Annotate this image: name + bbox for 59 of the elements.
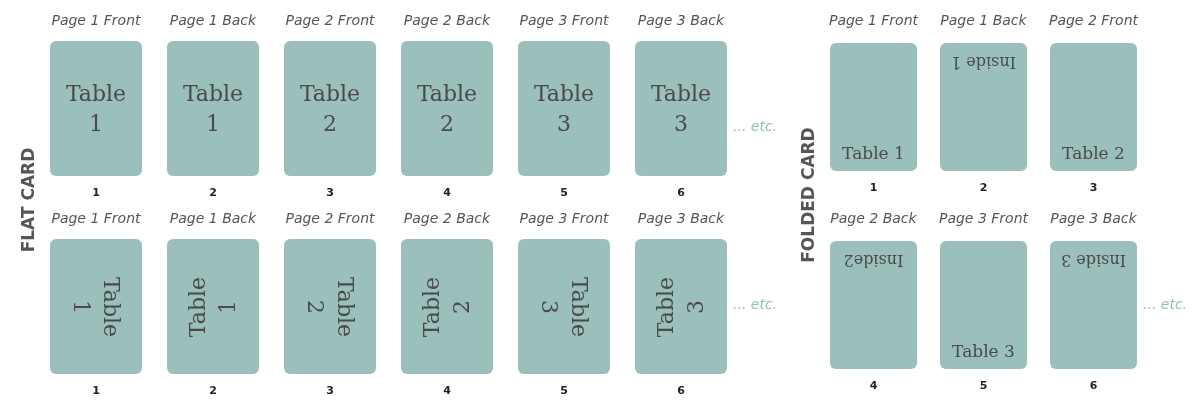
page-number: 6 (676, 186, 686, 199)
page-heading: Page 1 Front (827, 12, 920, 28)
card-text: Inside 3 (1060, 251, 1127, 270)
card-text: Table 2 (298, 80, 362, 138)
page-number: 4 (442, 186, 452, 199)
page-number: 5 (559, 186, 569, 199)
card-text: Table 2 (302, 275, 359, 339)
card-text: Table 2 (1061, 143, 1126, 163)
page-heading: Page 1 Back (168, 210, 258, 226)
card-text: Table 1 (64, 80, 128, 138)
page-number: 3 (325, 186, 335, 199)
page-heading: Page 3 Back (1049, 210, 1138, 226)
page-number: 6 (1088, 379, 1099, 392)
page-number: 4 (868, 379, 879, 392)
page-number: 4 (442, 384, 452, 397)
page-heading: Page 2 Back (402, 210, 492, 226)
page-number: 1 (91, 384, 101, 397)
page-heading: Page 2 Back (829, 210, 918, 226)
card-text: Table 3 (951, 341, 1016, 361)
page-heading: Page 1 Back (168, 12, 258, 28)
page-heading: Page 3 Front (937, 210, 1030, 226)
side-label: FLAT CARD (18, 147, 38, 253)
card-text: Inside2 (842, 251, 905, 270)
page-heading: Page 2 Front (284, 210, 376, 226)
page-heading: Page 2 Back (402, 12, 492, 28)
page-number: 6 (676, 384, 686, 397)
page-heading: Page 2 Front (284, 12, 376, 28)
card-text: Table 3 (649, 80, 713, 138)
card-text: Table 1 (841, 143, 906, 163)
page-heading: Page 3 Front (518, 12, 610, 28)
card-text: Table 2 (418, 275, 475, 339)
page-number: 3 (325, 384, 335, 397)
card-text: Inside 1 (950, 53, 1017, 72)
page-heading: Page 3 Front (518, 210, 610, 226)
continuation-note: ... etc. (1143, 296, 1188, 312)
page-number: 1 (91, 186, 101, 199)
page-number: 2 (208, 384, 218, 397)
continuation-note: ... etc. (733, 118, 778, 134)
card-text: Table 3 (532, 80, 596, 138)
page-heading: Page 3 Back (636, 210, 726, 226)
page-number: 1 (868, 181, 879, 194)
page-heading: Page 1 Front (50, 12, 142, 28)
page-heading: Page 2 Front (1047, 12, 1140, 28)
card-text: Table 1 (68, 275, 125, 339)
card-text: Table 3 (652, 275, 709, 339)
card-text: Table 2 (415, 80, 479, 138)
page-heading: Page 1 Front (50, 210, 142, 226)
page-heading: Page 1 Back (939, 12, 1028, 28)
card-text: Table 1 (184, 275, 241, 339)
page-number: 5 (559, 384, 569, 397)
page-number: 2 (208, 186, 218, 199)
page-number: 5 (978, 379, 989, 392)
card-text: Table 1 (181, 80, 245, 138)
page-heading: Page 3 Back (636, 12, 726, 28)
continuation-note: ... etc. (733, 296, 778, 312)
page-number: 2 (978, 181, 989, 194)
side-label: FOLDED CARD (798, 127, 818, 263)
page-number: 3 (1088, 181, 1099, 194)
card-text: Table 3 (536, 275, 593, 339)
